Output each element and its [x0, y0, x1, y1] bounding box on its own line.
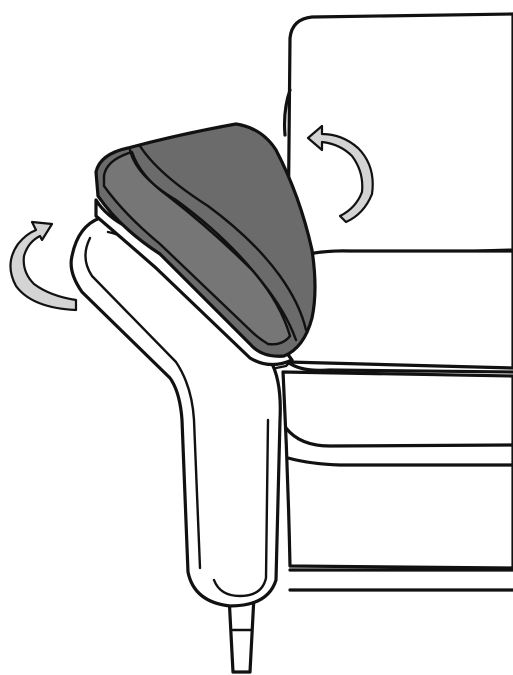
rotate-arrow-left-icon	[10, 222, 76, 310]
sofa-seat-cushion	[288, 251, 513, 372]
sofa-front-frame	[283, 372, 513, 590]
